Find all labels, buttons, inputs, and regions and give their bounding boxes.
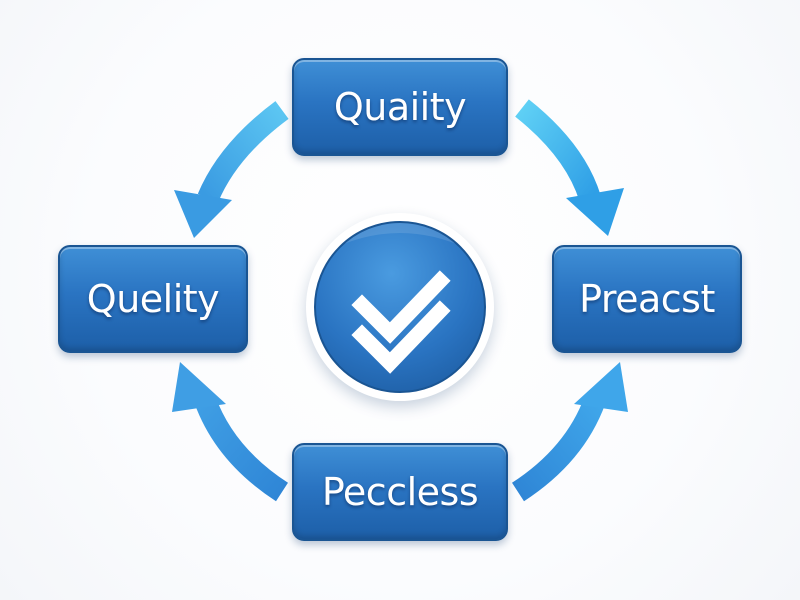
check-mark-icon: [324, 223, 476, 374]
node-bottom: Peccless: [292, 443, 508, 541]
arrow-bottom-to-left: [172, 362, 289, 502]
arrow-top-to-left: [174, 101, 289, 238]
node-right: Preacst: [552, 245, 742, 353]
center-badge: [306, 213, 494, 401]
node-left: Quelity: [58, 245, 248, 353]
arrow-bottom-to-right: [511, 362, 628, 502]
arrow-top-to-right: [515, 99, 624, 236]
node-top: Quaiity: [292, 58, 508, 156]
center-badge-fill: [314, 221, 486, 393]
